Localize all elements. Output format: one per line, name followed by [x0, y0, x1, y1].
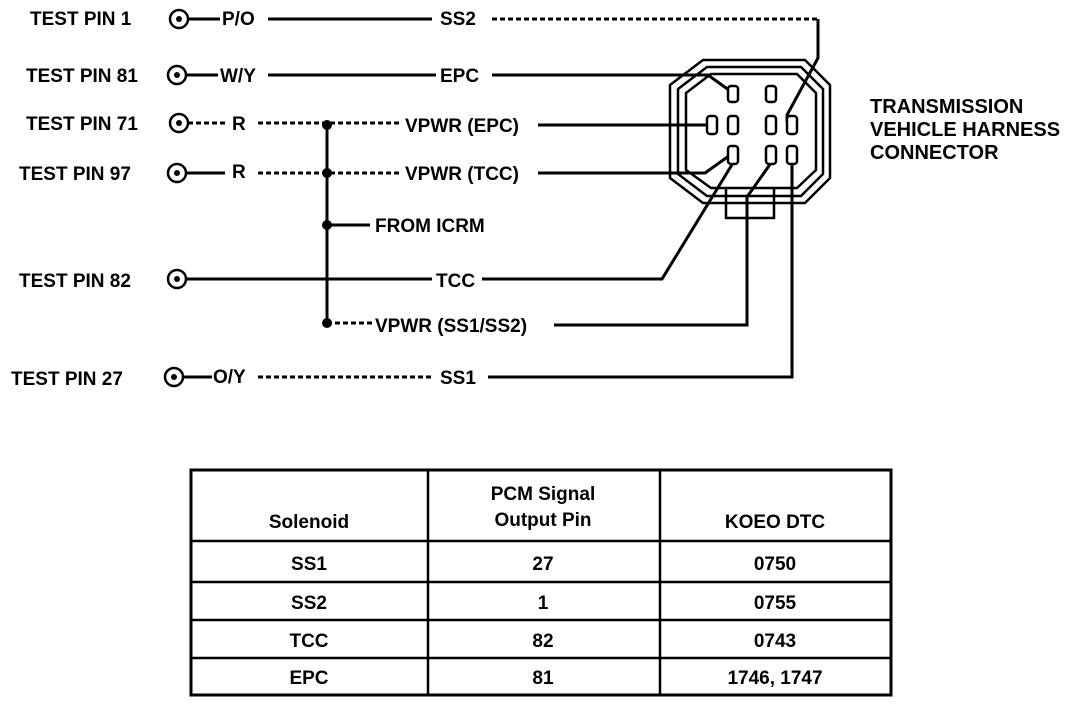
- pin-jack-97: [166, 162, 188, 184]
- test-pin-81-label: TEST PIN 81: [26, 66, 138, 87]
- table-cell-dtc: 0755: [754, 593, 797, 614]
- wire-vpwr-epc: [188, 121, 709, 127]
- wire-color-w-y: W/Y: [220, 66, 256, 87]
- table-cell-dtc: 0750: [754, 554, 796, 575]
- wire-color-r-71: R: [232, 114, 246, 135]
- connector-label-line-3: CONNECTOR: [870, 142, 999, 164]
- test-pin-27-label: TEST PIN 27: [11, 369, 123, 390]
- signal-vpwr-epc: VPWR (EPC): [405, 116, 519, 137]
- table-header-koeo-dtc: KOEO DTC: [725, 512, 826, 533]
- signal-vpwr-ss1-ss2: VPWR (SS1/SS2): [375, 316, 527, 337]
- wire-ss1: [183, 165, 794, 379]
- signal-tcc: TCC: [436, 271, 475, 292]
- table-cell-pin: 82: [532, 631, 553, 652]
- connector-cavities: [705, 84, 799, 166]
- wire-color-o-y: O/Y: [213, 367, 246, 388]
- table-header-pcm-line-1: PCM Signal: [491, 484, 596, 505]
- table-header-pcm-line-2: Output Pin: [494, 510, 591, 531]
- signal-ss1: SS1: [440, 368, 476, 389]
- signal-epc: EPC: [440, 66, 479, 87]
- pin-jack-81: [166, 64, 188, 86]
- wire-color-r-97: R: [232, 162, 246, 183]
- test-pin-71-label: TEST PIN 71: [26, 114, 138, 135]
- from-icrm-label: FROM ICRM: [375, 216, 485, 237]
- pin-jack-71: [168, 112, 190, 134]
- wire-tcc: [186, 162, 735, 281]
- test-pin-1-label: TEST PIN 1: [30, 9, 132, 30]
- signal-ss2: SS2: [440, 9, 476, 30]
- table-cell-pin: 1: [538, 593, 549, 614]
- harness-connector: [668, 58, 832, 220]
- wire-ss2: [188, 17, 820, 122]
- wire-color-p-o: P/O: [222, 9, 255, 30]
- vpwr-bus: [322, 120, 372, 328]
- pin-jack-1: [168, 8, 190, 30]
- connector-label-line-1: TRANSMISSION: [870, 96, 1023, 118]
- connector-label-line-2: VEHICLE HARNESS: [870, 119, 1060, 141]
- table-cell-solenoid: EPC: [289, 668, 328, 689]
- solenoid-table: Solenoid PCM Signal Output Pin KOEO DTC …: [189, 468, 893, 697]
- table-cell-pin: 81: [532, 668, 554, 689]
- wire-vpwr-ss: [554, 162, 773, 327]
- table-cell-dtc: 1746, 1747: [727, 668, 822, 689]
- table-cell-solenoid: TCC: [289, 631, 328, 652]
- pin-jack-27: [163, 366, 185, 388]
- table-cell-solenoid: SS2: [291, 593, 327, 614]
- table-header-solenoid: Solenoid: [269, 512, 349, 533]
- test-pin-97-label: TEST PIN 97: [19, 164, 131, 185]
- test-pin-82-label: TEST PIN 82: [19, 271, 131, 292]
- table-cell-pin: 27: [532, 554, 553, 575]
- pin-jack-82: [166, 268, 188, 290]
- table-cell-dtc: 0743: [754, 631, 796, 652]
- signal-vpwr-tcc: VPWR (TCC): [405, 164, 519, 185]
- table-cell-solenoid: SS1: [291, 554, 327, 575]
